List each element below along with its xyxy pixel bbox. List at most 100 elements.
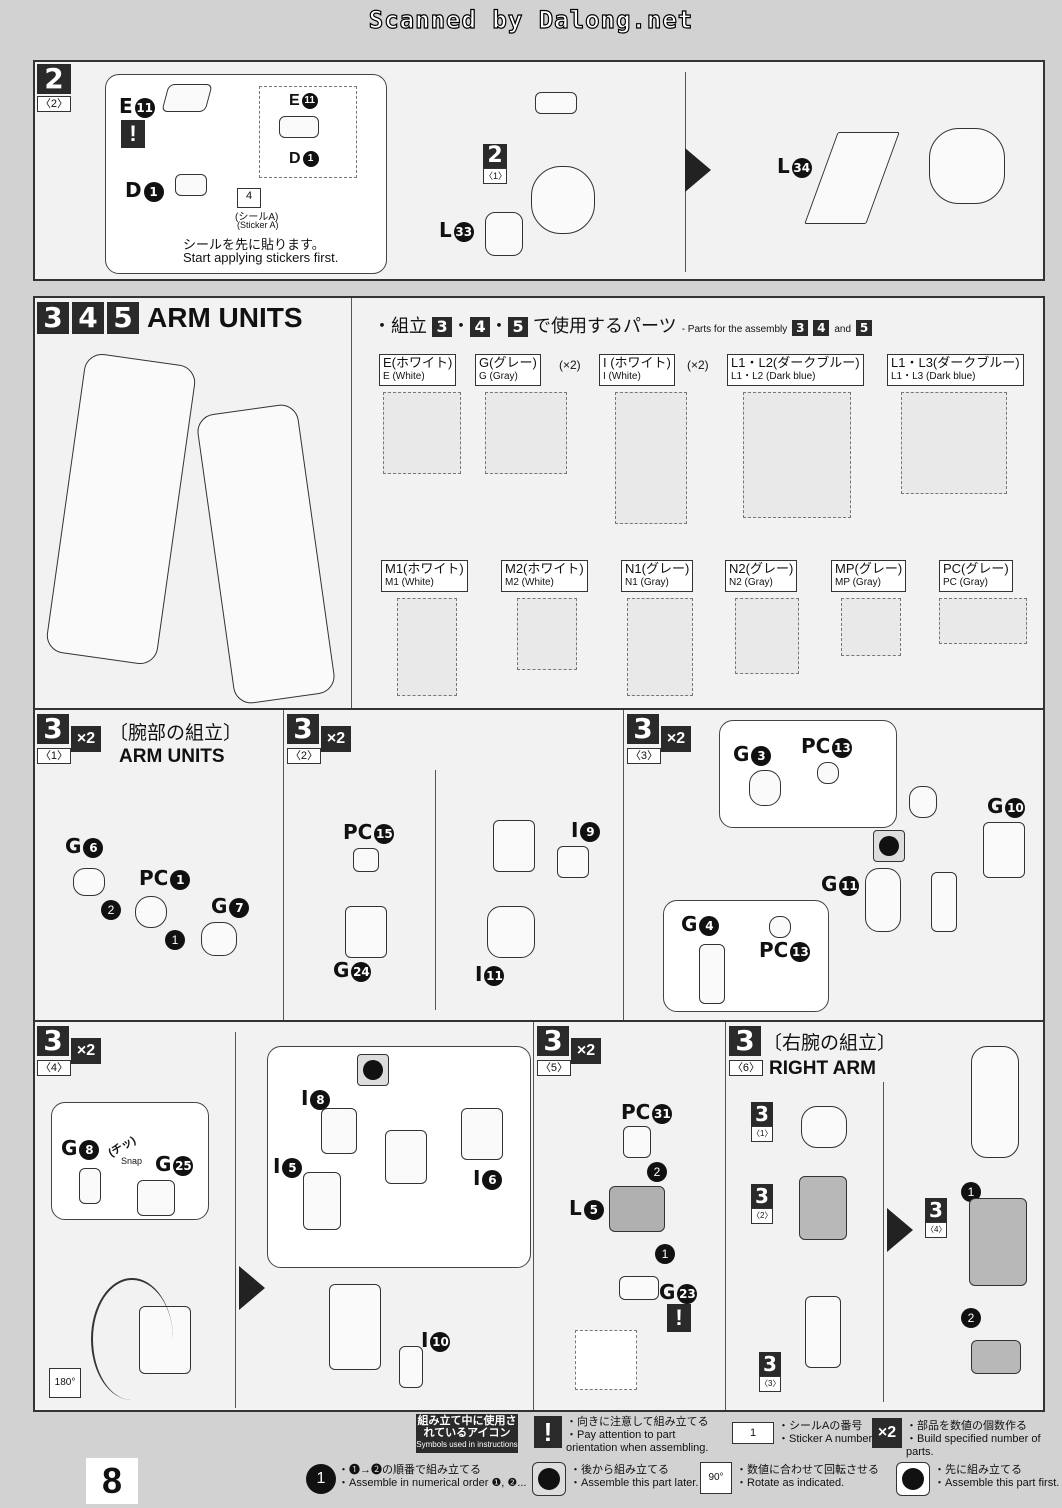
step3-5-mult: ×2	[571, 1038, 601, 1064]
step3-5-sub: 〈5〉	[537, 1060, 571, 1076]
legend-title-box: 組み立て中に使用されているアイコン Symbols used in instru…	[416, 1414, 518, 1453]
elbow-part	[931, 872, 957, 932]
shoulder-joint-part	[801, 1106, 847, 1148]
caution-legend-icon: !	[534, 1416, 562, 1448]
step3-6-arrow	[887, 1208, 913, 1252]
g3-part	[749, 770, 781, 806]
runner-m2-header: M2(ホワイト)M2 (White)	[501, 560, 588, 592]
sticker-a-jp: (シールA)	[235, 212, 279, 223]
step3-3-mult: ×2	[661, 726, 691, 752]
step3-4-number: 3	[37, 1026, 69, 1056]
runner-i-mult: (×2)	[687, 358, 709, 372]
step3-4-mult: ×2	[71, 1038, 101, 1064]
runner-i-header: I (ホワイト)I (White)	[599, 354, 675, 386]
order-legend-icon: 1	[306, 1464, 336, 1494]
step3-5-number: 3	[537, 1026, 569, 1056]
small-cap-part	[535, 92, 577, 114]
step3-4-sub: 〈4〉	[37, 1060, 71, 1076]
step2-number: 2	[37, 64, 71, 94]
step3-6-title-en: RIGHT ARM	[769, 1058, 876, 1079]
row1-divider-a	[283, 710, 284, 1020]
row2-divider-b	[725, 1022, 726, 1410]
i10-assembly-part	[329, 1284, 381, 1370]
upper-arm-part	[799, 1176, 847, 1240]
sticker-a-en: (Sticker A)	[237, 220, 279, 230]
later-legend-icon	[532, 1462, 566, 1496]
note-en: Start applying stickers first.	[183, 250, 339, 265]
row1-divider-b	[623, 710, 624, 1020]
runner-l1l2	[743, 392, 851, 518]
arm-num-5: 5	[107, 302, 139, 334]
step3-2-inner-divider	[435, 770, 436, 1010]
row2-divider-a	[533, 1022, 534, 1410]
step3-1-number: 3	[37, 714, 69, 744]
snap-en: Snap	[121, 1156, 143, 1166]
g3-callout	[719, 720, 897, 828]
step3-4-arrow	[239, 1266, 265, 1310]
head-part	[531, 166, 595, 234]
later-icon	[873, 830, 905, 862]
arm-num-4: 4	[72, 302, 104, 334]
e11-detail-shape	[279, 116, 319, 138]
ref-3-3-sub: 〈3〉	[759, 1376, 781, 1392]
step3-6-order-2: 2	[961, 1308, 981, 1328]
ref-3-4: 3	[925, 1198, 947, 1222]
i10-part	[399, 1346, 423, 1388]
step3-2-mult: ×2	[321, 726, 351, 752]
build-count-legend-icon: ×2	[872, 1418, 902, 1448]
legend-later: ・後から組み立てる・Assemble this part later.	[570, 1464, 699, 1489]
sticker-legend-icon: 1	[732, 1422, 774, 1444]
step3-1-mult: ×2	[71, 726, 101, 752]
step3-6-order-1: 1	[961, 1182, 981, 1202]
runner-n1-header: N1(グレー)N1 (Gray)	[621, 560, 694, 592]
step3-6-number: 3	[729, 1026, 761, 1056]
step3-4-divider	[235, 1032, 236, 1408]
step2-sub: 〈2〉	[37, 96, 71, 112]
runner-l1l2-header: L1・L2(ダークブルー)L1・L2 (Dark blue)	[727, 354, 864, 386]
runner-g-mult: (×2)	[559, 358, 581, 372]
d1-part-shape	[175, 174, 207, 196]
note-jp: シールを先に貼ります。	[183, 237, 325, 252]
later-icon-2	[357, 1054, 389, 1086]
first-legend-icon	[896, 1462, 930, 1496]
flow-arrow	[685, 148, 711, 192]
runner-g-header: G(グレー)G (Gray)	[475, 354, 541, 386]
runner-e-header: E(ホワイト)E (White)	[379, 354, 457, 386]
pc1-part	[135, 896, 167, 928]
assembly-part-3-2	[493, 820, 535, 872]
right-arm-upper-assembly	[971, 1046, 1019, 1158]
i11-part	[487, 906, 535, 958]
g11-part	[865, 868, 901, 932]
page-number: 8	[86, 1458, 138, 1504]
g23-part	[619, 1276, 659, 1300]
ref-3-2: 3	[751, 1184, 773, 1208]
legend-order: ・❶→❷の順番で組み立てる・Assemble in numerical orde…	[338, 1464, 527, 1489]
arm-illustration-left	[44, 351, 198, 667]
step3-6-title-jp: 〔右腕の組立〕	[763, 1033, 897, 1054]
runner-pc	[939, 598, 1027, 644]
order-2-badge: 2	[101, 900, 121, 920]
g7-part	[201, 922, 237, 956]
runner-i	[615, 392, 687, 524]
runner-n1	[627, 598, 693, 696]
scanner-credit: Scanned by Dalong.net	[368, 5, 694, 34]
step3-1-title-en: ARM UNITS	[119, 746, 225, 767]
rotation-arc	[91, 1278, 173, 1400]
